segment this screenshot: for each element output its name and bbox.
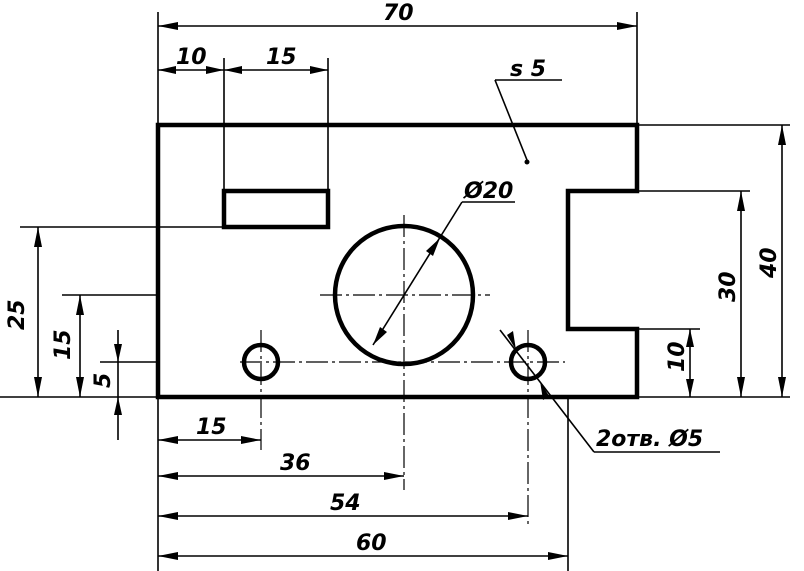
part-outline bbox=[155, 122, 640, 400]
dim-overall-width: 70 bbox=[383, 1, 414, 26]
dim-right-hole-x: 54 bbox=[330, 491, 361, 516]
slot-cutout bbox=[221, 188, 331, 230]
dim-slot-width: 15 bbox=[266, 45, 297, 70]
dim-center-height: 15 bbox=[51, 329, 76, 360]
horizontal-dimensions bbox=[158, 22, 637, 560]
dim-big-hole-diameter: Ø20 bbox=[462, 179, 513, 204]
dim-slot-bottom-height: 25 bbox=[5, 299, 30, 330]
dim-slot-offset: 10 bbox=[176, 45, 207, 70]
dim-notch-height: 30 bbox=[716, 271, 741, 302]
dim-thickness: s 5 bbox=[510, 57, 546, 82]
dim-big-hole-x: 36 bbox=[280, 451, 311, 476]
extension-lines bbox=[0, 12, 790, 571]
plate-contour bbox=[155, 122, 640, 400]
leaders bbox=[372, 79, 720, 453]
vertical-dimensions bbox=[34, 125, 786, 440]
dim-notch-x: 60 bbox=[356, 531, 387, 556]
dim-left-hole-x: 15 bbox=[196, 415, 227, 440]
dim-overall-height: 40 bbox=[757, 247, 782, 279]
dim-notch-bottom: 10 bbox=[665, 341, 690, 372]
dimension-texts: 70 10 15 s 5 Ø20 15 36 54 60 2отв. Ø5 40… bbox=[5, 1, 782, 556]
center-lines bbox=[240, 215, 565, 525]
dim-small-holes-height: 5 bbox=[91, 373, 116, 388]
dim-small-holes-note: 2отв. Ø5 bbox=[596, 427, 703, 452]
